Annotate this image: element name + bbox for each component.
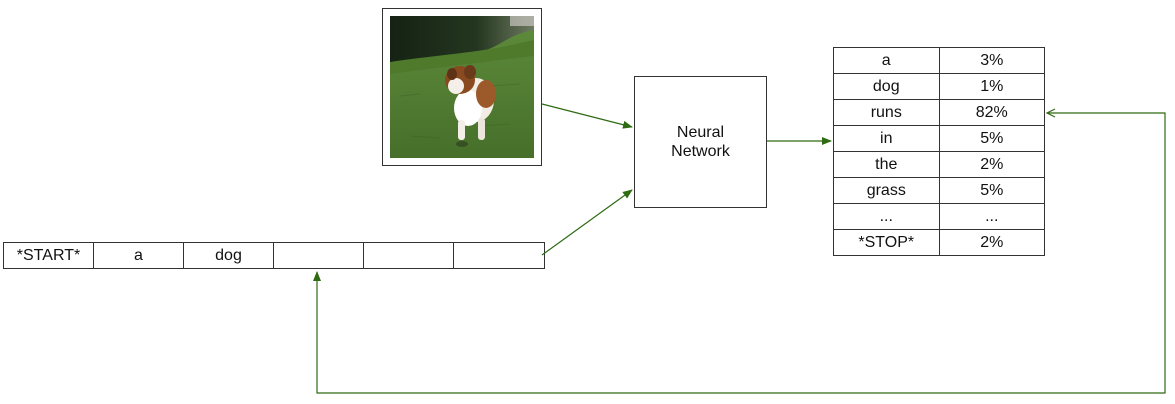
token-cell-1: a [94, 243, 184, 268]
token-sequence: *START* a dog [3, 242, 545, 269]
token-cell-2: dog [184, 243, 274, 268]
probability-cell: 1% [980, 77, 1004, 95]
word-probability-table: a 3% dog 1% runs 82% in 5% the 2% grass … [833, 47, 1045, 256]
probability-row: in 5% [834, 126, 1044, 152]
probability-cell: 2% [980, 155, 1004, 173]
probability-cell: 5% [980, 181, 1004, 199]
word-cell: the [834, 152, 940, 177]
probability-row: the 2% [834, 152, 1044, 178]
probability-row: runs 82% [834, 100, 1044, 126]
probability-row: dog 1% [834, 74, 1044, 100]
probability-cell: ... [985, 207, 999, 225]
network-label-line2: Network [671, 143, 730, 160]
probability-cell: 3% [980, 51, 1004, 69]
word-cell: ... [834, 204, 940, 229]
token-cell-5 [454, 243, 544, 268]
selected-word-marker [1045, 108, 1056, 118]
token-cell-3 [274, 243, 364, 268]
word-cell: a [834, 48, 940, 73]
probability-cell: 2% [980, 233, 1004, 251]
neural-network-box: Neural Network [634, 76, 767, 208]
word-cell: in [834, 126, 940, 151]
dog-on-grass-image [390, 16, 534, 158]
token-cell-start: *START* [4, 243, 94, 268]
sequence-to-network-arrow [541, 189, 633, 256]
probability-row: *STOP* 2% [834, 230, 1044, 255]
network-label-line1: Neural [676, 124, 725, 141]
probability-row: grass 5% [834, 178, 1044, 204]
probability-row: a 3% [834, 48, 1044, 74]
word-cell: *STOP* [834, 230, 940, 255]
token-cell-4 [364, 243, 454, 268]
probability-row: ... ... [834, 204, 1044, 230]
probability-cell: 5% [980, 129, 1004, 147]
probability-cell: 82% [975, 103, 1008, 121]
word-cell: dog [834, 74, 940, 99]
word-cell: grass [834, 178, 940, 203]
word-cell: runs [834, 100, 940, 125]
input-image-frame [382, 8, 542, 166]
image-to-network-arrow [541, 103, 633, 129]
